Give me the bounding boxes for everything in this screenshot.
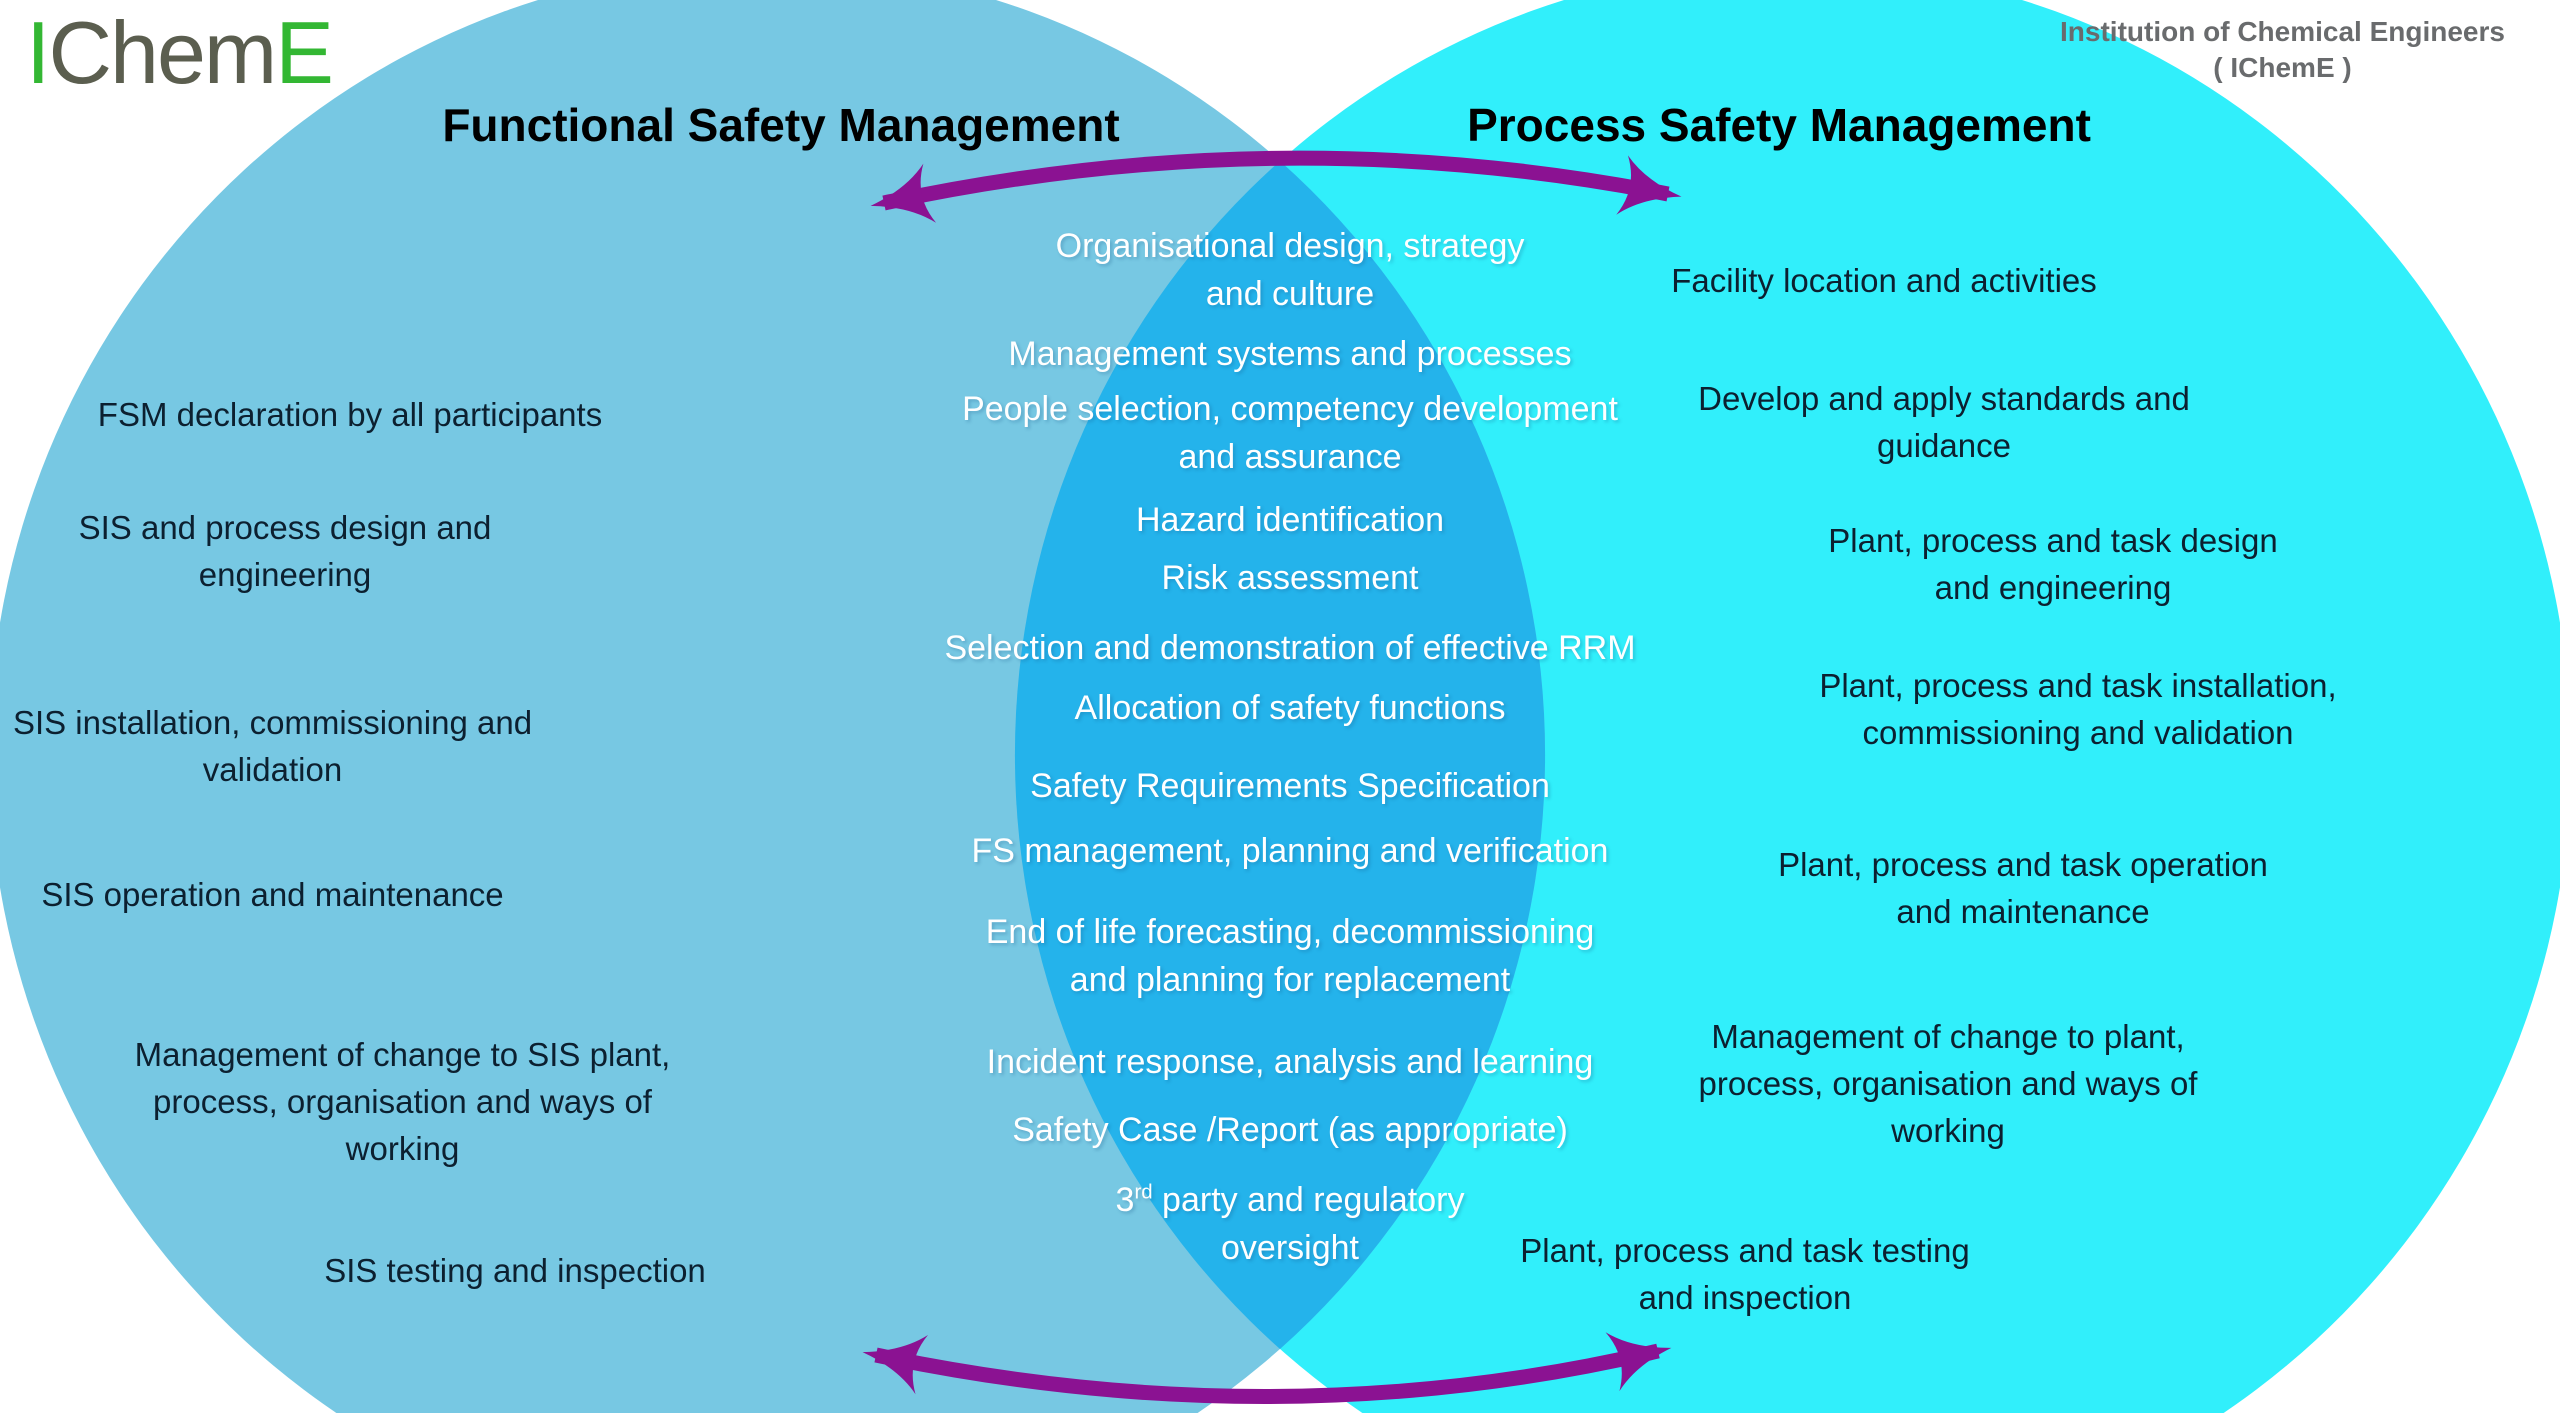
third-party-post: party and regulatory oversight <box>1162 1181 1465 1268</box>
left-item-fsm-declaration: FSM declaration by all participants <box>97 396 603 433</box>
org-name: Institution of Chemical Engineers ( IChe… <box>2010 14 2555 87</box>
overlap-item-allocation-safety-functions: Allocation of safety functions <box>1074 689 1506 727</box>
right-circle-title: Process Safety Management <box>1467 99 2091 151</box>
overlap-item-people-selection: People selection, competency development… <box>962 390 1618 477</box>
right-item-task-operation: Plant, process and task operation and ma… <box>1778 846 2268 930</box>
overlap-item-incident-response: Incident response, analysis and learning <box>986 1043 1594 1081</box>
overlap-item-risk-assessment: Risk assessment <box>1161 559 1419 597</box>
overlap-item-management-systems: Management systems and processes <box>1008 335 1572 373</box>
left-circle-title: Functional Safety Management <box>442 99 1120 151</box>
third-party-pre: 3 <box>1115 1181 1135 1219</box>
icheme-logo: IChemE <box>26 2 334 104</box>
top-double-arrow-icon <box>870 150 1682 223</box>
right-item-facility-location: Facility location and activities <box>1671 262 2097 299</box>
right-item-task-testing: Plant, process and task testing and insp… <box>1520 1232 1970 1316</box>
left-item-sis-operation: SIS operation and maintenance <box>41 876 504 913</box>
overlap-item-end-of-life: End of life forecasting, decommissioning… <box>985 913 1595 1000</box>
left-item-sis-installation: SIS installation, commissioning and vali… <box>12 704 533 788</box>
overlap-item-hazard-identification: Hazard identification <box>1135 501 1445 539</box>
overlap-lens-shape <box>1014 161 1546 1349</box>
third-party-sup: rd <box>1134 1181 1153 1204</box>
left-item-management-of-change: Management of change to SIS plant, proce… <box>134 1036 671 1167</box>
overlap-item-safety-case: Safety Case /Report (as appropriate) <box>1012 1111 1568 1149</box>
right-item-task-design: Plant, process and task design and engin… <box>1828 522 2278 606</box>
right-item-management-of-change: Management of change to plant, process, … <box>1698 1018 2198 1149</box>
right-item-task-installation: Plant, process and task installation, co… <box>1819 667 2337 751</box>
logo-letter-i: I <box>26 3 50 102</box>
left-item-sis-testing: SIS testing and inspection <box>324 1252 706 1289</box>
bottom-double-arrow-icon <box>862 1332 1672 1405</box>
logo-chem: Chem <box>48 3 277 102</box>
overlap-item-fs-management: FS management, planning and verification <box>971 832 1609 870</box>
right-item-standards-guidance: Develop and apply standards and guidance <box>1698 380 2190 464</box>
overlap-item-organisational-design: Organisational design, strategy and cult… <box>1055 227 1525 314</box>
left-item-sis-design: SIS and process design and engineering <box>78 509 492 593</box>
overlap-item-safety-requirements: Safety Requirements Specification <box>1030 767 1550 805</box>
logo-letter-e: E <box>275 3 334 102</box>
org-line1: Institution of Chemical Engineers <box>2060 16 2505 47</box>
overlap-item-effective-rrm: Selection and demonstration of effective… <box>944 629 1636 667</box>
overlap-item-third-party: 3rd party and regulatory oversight <box>880 1176 1700 1273</box>
org-line2: ( IChemE ) <box>2213 52 2352 84</box>
